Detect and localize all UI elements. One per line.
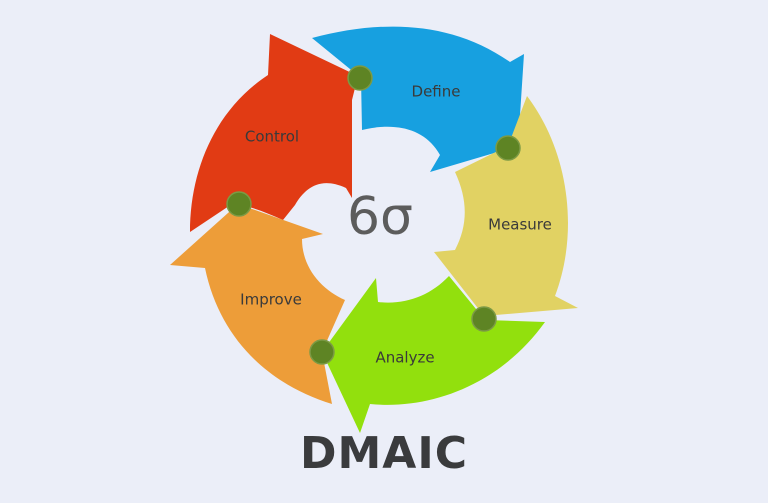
diagram-title: DMAIC: [299, 428, 469, 479]
connector-dot-measure-analyze: [471, 306, 497, 332]
measure-arrow-shape: [434, 96, 578, 316]
step-control: Control: [190, 34, 358, 232]
connector-dots: [226, 65, 521, 365]
connector-dot-define-measure: [495, 135, 521, 161]
analyze-arrow-shape: [322, 276, 545, 433]
step-improve: Improve: [170, 204, 345, 404]
control-label: Control: [245, 128, 299, 146]
connector-dot-improve-control: [226, 191, 252, 217]
connector-dot-control-define: [347, 65, 373, 91]
connector-dot-analyze-improve: [309, 339, 335, 365]
analyze-label: Analyze: [375, 349, 434, 367]
step-measure: Measure: [434, 96, 578, 316]
measure-label: Measure: [488, 216, 552, 234]
define-arrow-shape: [312, 26, 524, 172]
step-define: Define: [312, 26, 524, 172]
step-analyze: Analyze: [322, 276, 545, 433]
six-sigma-symbol: 6σ: [347, 187, 413, 247]
control-arrow-shape: [190, 34, 358, 232]
define-label: Define: [412, 83, 461, 101]
improve-label: Improve: [240, 291, 302, 309]
improve-arrow-shape: [170, 204, 345, 404]
